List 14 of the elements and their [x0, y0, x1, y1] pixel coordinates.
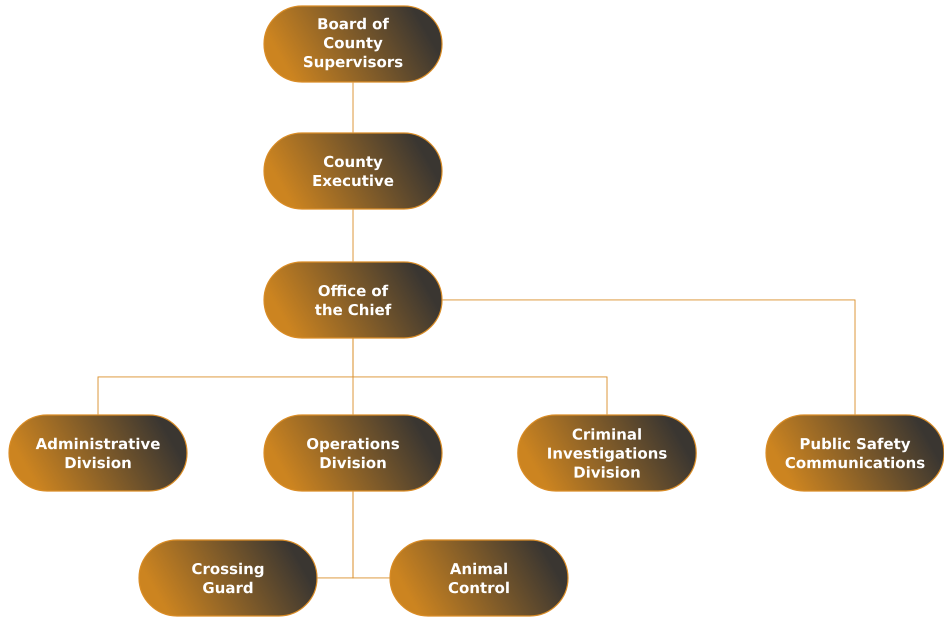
org-box: Crossing Guard [138, 539, 318, 617]
connector-line [352, 338, 608, 415]
connector-line [442, 300, 856, 415]
connector-line [352, 491, 390, 578]
org-box: Board of County Supervisors [263, 5, 443, 83]
connector-line [352, 209, 354, 262]
org-box: Administrative Division [8, 414, 188, 492]
org-box: Animal Control [389, 539, 569, 617]
org-box: Office of the Chief [263, 261, 443, 339]
org-box: County Executive [263, 132, 443, 210]
org-box: Criminal Investigations Division [517, 414, 697, 492]
org-box: Public Safety Communications [765, 414, 944, 492]
connector-line [352, 82, 354, 133]
org-box: Operations Division [263, 414, 443, 492]
